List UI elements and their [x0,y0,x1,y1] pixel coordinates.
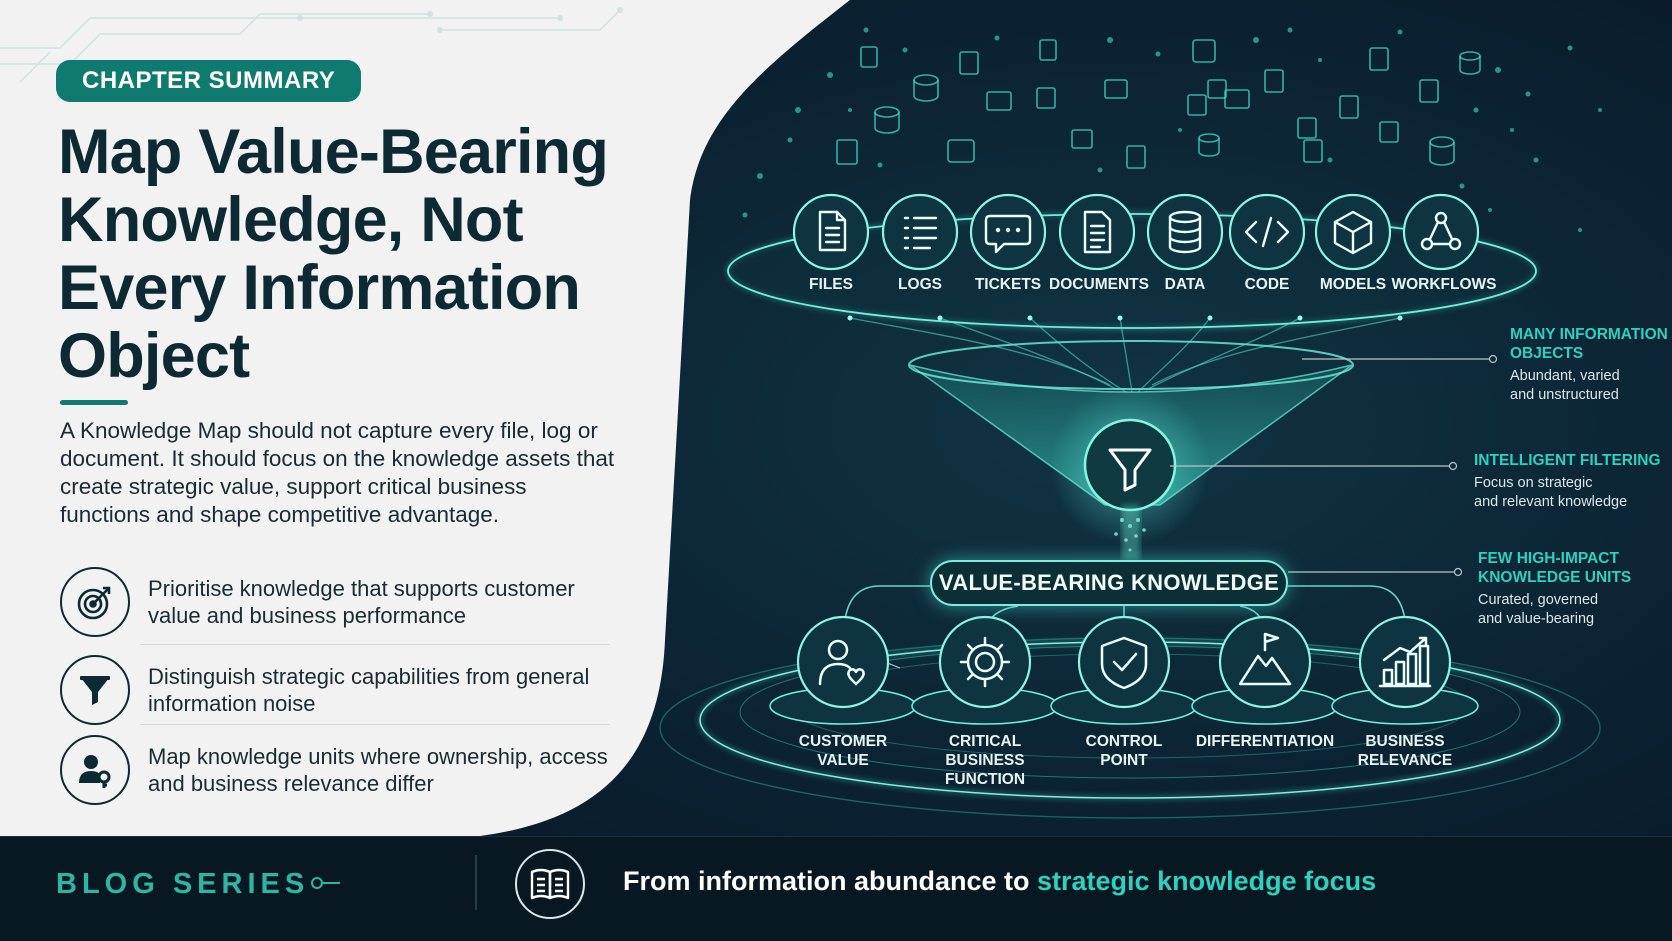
annotation-title-high-impact: FEW HIGH-IMPACT KNOWLEDGE UNITS [1478,550,1632,586]
output-label-customer-value: CUSTOMER VALUE [798,733,888,769]
source-label-workflows: WORKFLOWS [1391,276,1497,293]
footer-tagline-highlight: strategic knowledge focus [1037,866,1377,896]
user-key-icon [60,735,130,805]
annotation-title-many-objects: MANY INFORMATION OBJECTS [1510,326,1668,362]
intro-paragraph: A Knowledge Map should not capture every… [60,418,615,527]
footer-tagline-plain: From information abundance to [623,866,1038,896]
source-label-models: MODELS [1319,276,1387,293]
blog-series-label: BLOG SERIES [56,868,310,900]
page-title: Map Value-Bearing Knowledge, Not Every I… [58,117,609,391]
annotation-desc-many-objects: Abundant, varied and unstructured [1510,368,1620,403]
footer-bar [0,836,1672,941]
annotation-title-filtering: INTELLIGENT FILTERING [1474,452,1661,469]
source-label-files: FILES [809,276,853,293]
source-label-data: DATA [1164,276,1206,293]
value-bearing-knowledge-label: VALUE-BEARING KNOWLEDGE [930,560,1288,606]
funnel-icon [60,655,130,725]
bullet-divider [140,724,610,725]
output-label-business-relevance: BUSINESS RELEVANCE [1357,733,1453,769]
title-underline [60,400,128,405]
bullet-text: Prioritise knowledge that supports custo… [148,576,575,628]
annotation-desc-high-impact: Curated, governed and value-bearing [1478,592,1599,627]
bullet-text: Map knowledge units where ownership, acc… [148,744,608,796]
annotation-desc-filtering: Focus on strategic and relevant knowledg… [1474,475,1628,510]
bullet-item: Map knowledge units where ownership, acc… [60,734,620,806]
output-label-control-point: CONTROL POINT [1085,733,1163,769]
target-icon [60,567,130,637]
output-label-critical-business-function: CRITICAL BUSINESS FUNCTION [944,733,1026,788]
bullet-divider [140,644,610,645]
bullet-item: Distinguish strategic capabilities from … [60,654,620,726]
chapter-tag: CHAPTER SUMMARY [56,60,362,102]
source-label-tickets: TICKETS [974,276,1042,293]
bullet-text: Distinguish strategic capabilities from … [148,664,590,716]
bullet-item: Prioritise knowledge that supports custo… [60,566,620,638]
funnel-icon [1108,448,1152,492]
footer-tagline: From information abundance to strategic … [623,866,1376,897]
output-label-differentiation: DIFFERENTIATION [1195,733,1335,750]
source-label-code: CODE [1244,276,1290,293]
source-label-logs: LOGS [898,276,942,293]
source-label-documents: DOCUMENTS [1049,276,1149,293]
